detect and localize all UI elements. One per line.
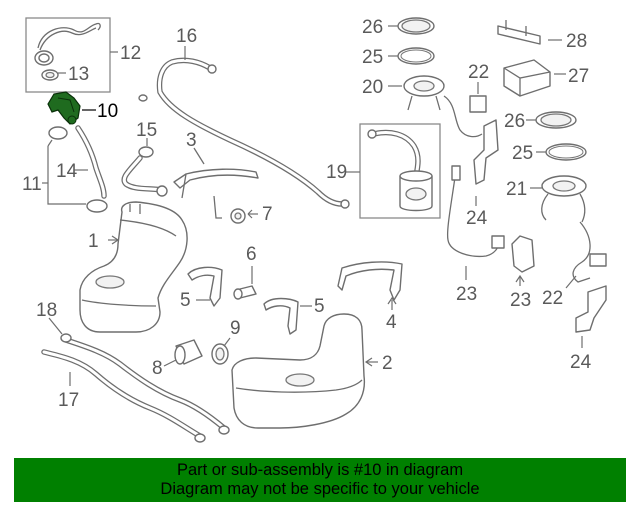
part-7-grommet [230,208,258,224]
part-8-sleeve [163,339,203,367]
part-21-sender-unit [530,175,587,223]
part-23-clip-right [511,235,535,286]
callout-24-top: 24 [466,208,488,229]
inset-box-19-fuel-pump [346,123,441,219]
callout-2: 2 [382,353,393,374]
part-27-control-module [503,59,566,97]
part-5-bracket-right [263,297,312,335]
callout-19: 19 [326,162,347,183]
callout-9: 9 [230,318,241,339]
part-28-bracket [497,20,562,45]
part-25-o-ring-bottom [536,143,587,161]
part-2-fuel-tank [231,313,378,429]
part-20-sender-unit [388,75,445,111]
parts-diagram: 12 13 10 16 15 3 14 11 7 1 6 5 5 4 18 9 … [22,17,607,443]
callout-27: 27 [568,66,589,87]
callout-20: 20 [362,77,383,98]
info-banner: Part or sub-assembly is #10 in diagram D… [14,458,626,502]
part-15-valve [121,138,168,197]
part-5-bracket-left [187,266,223,307]
callout-25-top: 25 [362,47,383,68]
callout-18: 18 [36,300,57,321]
callout-24-bottom: 24 [570,352,592,373]
banner-line-1: Part or sub-assembly is #10 in diagram [176,461,464,479]
part-24-bracket-bottom [575,285,607,348]
callout-22-bottom: 22 [542,288,563,309]
part-3-strap [173,147,259,219]
callout-23-left: 23 [456,284,477,305]
part-14-hose [42,125,108,213]
callout-6: 6 [246,244,257,265]
inset-box-12-13 [25,17,118,93]
part-1-fuel-tank [79,201,188,333]
callout-7: 7 [262,204,273,225]
part-25-o-ring-top [388,47,435,65]
callout-26-bottom: 26 [504,111,525,132]
callout-3: 3 [186,130,197,151]
part-9-clamp [211,337,231,365]
callout-16: 16 [176,26,197,47]
callout-8: 8 [152,358,163,379]
callout-14: 14 [56,161,78,182]
callout-21: 21 [506,179,527,200]
callout-15: 15 [136,120,157,141]
callout-11: 11 [22,174,42,195]
callout-23-right: 23 [510,290,531,311]
callout-1: 1 [88,231,99,252]
callout-13: 13 [68,64,89,85]
callout-12: 12 [120,43,141,64]
part-17-fuel-lines [41,317,230,443]
part-23-harness-left [446,165,505,280]
callout-4: 4 [386,312,397,333]
callout-17: 17 [58,390,79,411]
callout-25-bottom: 25 [512,143,533,164]
part-16-vent-line [138,46,350,209]
part-26-seal-ring-top [388,17,435,35]
part-6-bolt [233,266,257,300]
part-24-bracket-top [473,119,499,206]
part-4-strap [337,261,403,310]
part-22-wiring-bottom [565,221,607,289]
callout-5-left: 5 [180,290,191,311]
callout-26-top: 26 [362,17,383,38]
callout-28: 28 [566,31,587,52]
callout-labels: 12 13 10 16 15 3 14 11 7 1 6 5 5 4 18 9 … [22,17,592,411]
callout-10[interactable]: 10 [97,101,118,122]
part-22-wiring-top [443,82,487,138]
part-10-highlighted[interactable] [47,91,96,125]
callout-5-right: 5 [314,296,325,317]
banner-line-2: Diagram may not be specific to your vehi… [160,480,480,498]
callout-22-top: 22 [468,62,489,83]
part-26-seal-ring-bottom [526,111,577,129]
